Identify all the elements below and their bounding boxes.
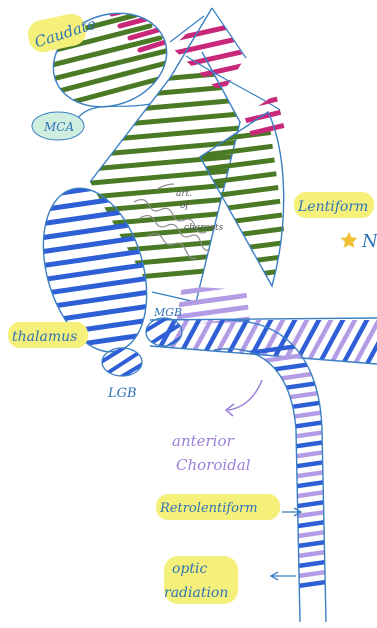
thalamus-label: thalamus — [12, 329, 77, 345]
pointer-arrows — [226, 380, 301, 580]
mca-label: MCA — [43, 120, 74, 134]
anterior-label: anterior — [172, 432, 235, 450]
choroidal-label: Choroidal — [176, 456, 251, 474]
lgb-body — [98, 344, 146, 380]
retrolentiform-label: Retrolentiform — [159, 501, 258, 516]
star-icon — [341, 232, 358, 248]
radiation-label: radiation — [164, 585, 228, 601]
art-label-line1: art. — [176, 189, 192, 199]
lentiform-nucleus — [196, 96, 290, 286]
lentiform-label: Lentiform — [297, 199, 368, 215]
optic-label: optic — [172, 561, 207, 577]
lgb-label: LGB — [107, 386, 137, 401]
art-label-line3: charcots — [184, 223, 224, 233]
mgb-label: MGB — [153, 306, 182, 319]
lentiform-cut-label: N — [361, 231, 377, 252]
